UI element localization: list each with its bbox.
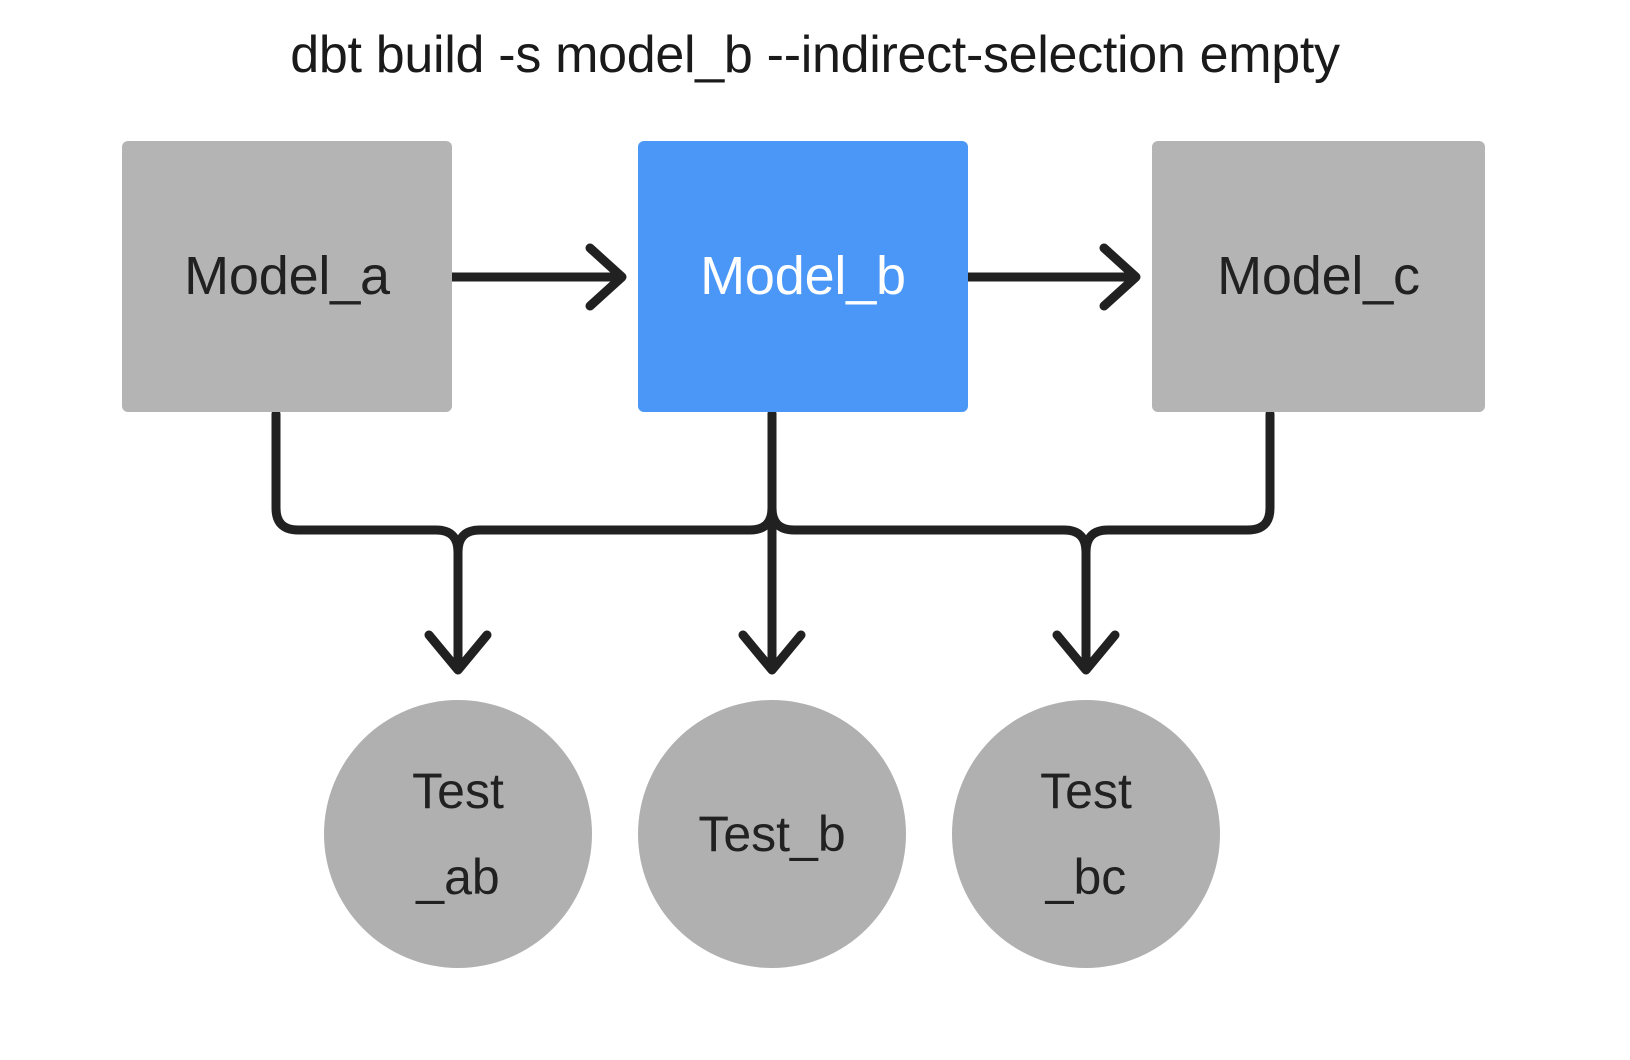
model-node-model-c[interactable]: Model_c — [1152, 141, 1485, 412]
model-node-model-b[interactable]: Model_b — [638, 141, 968, 412]
test-node-label-line1: Test — [1040, 763, 1132, 819]
arrowhead-model-b-to-model-c — [1099, 243, 1141, 311]
test-node-test-b[interactable]: Test_b — [638, 700, 906, 968]
test-node-label-line2: _ab — [416, 849, 500, 905]
model-node-label: Model_c — [1217, 245, 1420, 306]
edge-model-a-to-test-ab — [271, 409, 463, 669]
test-node-label-single: Test_b — [698, 806, 846, 862]
test-node-label-block: Test _bc — [1040, 748, 1132, 920]
model-node-label: Model_a — [184, 245, 390, 306]
arrowhead-model-a-to-model-b — [585, 243, 627, 311]
arrowhead-into-test-ab — [424, 630, 492, 675]
edge-model-c-to-test-bc — [1081, 409, 1275, 557]
diagram-title: dbt build -s model_b --indirect-selectio… — [290, 26, 1340, 84]
edge-model-b-to-test-bc — [767, 503, 1091, 669]
arrowhead-into-test-bc — [1052, 630, 1120, 675]
edge-model-b-to-test-ab — [453, 409, 777, 557]
test-node-label-block: Test_b — [698, 791, 845, 877]
test-node-label-line1: Test — [412, 763, 504, 819]
model-node-label: Model_b — [700, 245, 906, 306]
test-node-label-line2: _bc — [1045, 849, 1127, 905]
test-node-test-bc[interactable]: Test _bc — [952, 700, 1220, 968]
test-node-test-ab[interactable]: Test _ab — [324, 700, 592, 968]
test-node-label-block: Test _ab — [412, 748, 504, 920]
arrowhead-into-test-b — [738, 630, 806, 675]
model-node-model-a[interactable]: Model_a — [122, 141, 452, 412]
